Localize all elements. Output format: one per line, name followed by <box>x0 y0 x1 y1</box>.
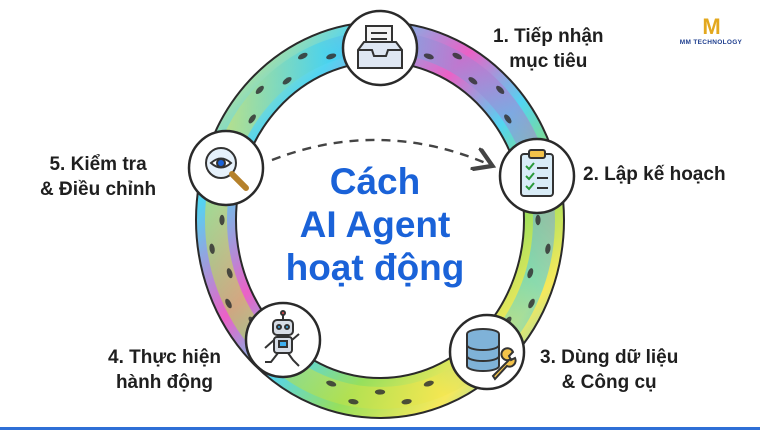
step-label-line: & Công cụ <box>561 372 657 393</box>
step-2-label: 2. Lập kế hoạch <box>583 162 726 187</box>
footprint <box>248 114 256 124</box>
step-label-line: 3. Dùng dữ liệu <box>540 347 679 368</box>
footprint <box>535 214 541 226</box>
footprint <box>226 268 233 279</box>
logo-text: MM TECHNOLOGY <box>679 38 743 46</box>
footprint <box>348 399 359 405</box>
footprint <box>545 243 551 254</box>
footprint <box>468 77 478 85</box>
step-label-line: 1. Tiếp nhận <box>493 26 604 47</box>
step-1-node <box>341 9 419 87</box>
footprint <box>374 389 386 395</box>
footprint <box>298 52 308 60</box>
step-3-label: 3. Dùng dữ liệu & Công cụ <box>540 345 678 395</box>
diagram-title: Cách AI Agent hoạt động <box>258 160 492 289</box>
step-4-label: 4. Thực hiện hành động <box>108 345 221 395</box>
database-wrench-icon <box>466 328 517 381</box>
step-label-line: 2. Lập kế hoạch <box>583 164 726 185</box>
step-label-line: 5. Kiểm tra <box>49 154 147 175</box>
footprint <box>326 380 337 387</box>
logo-mark: M <box>702 13 720 39</box>
footprint <box>527 268 534 279</box>
footprint <box>452 52 462 60</box>
footprint <box>423 380 434 387</box>
title-line: hoạt động <box>285 247 465 288</box>
step-label-line: hành động <box>115 372 214 393</box>
step-3-node <box>448 313 526 391</box>
dashed-arrow <box>271 138 488 164</box>
footprint <box>423 53 434 60</box>
footprint <box>255 85 264 95</box>
bottom-accent-line <box>0 427 760 430</box>
title-line: Cách <box>329 161 421 202</box>
footprint <box>504 114 512 124</box>
title-line: AI Agent <box>299 204 451 245</box>
step-label-line: 4. Thực hiện <box>108 347 221 368</box>
step-2-node <box>498 137 576 215</box>
step-5-node <box>187 129 265 207</box>
step-1-label: 1. Tiếp nhận mục tiêu <box>493 24 604 74</box>
step-label-line: & Điều chỉnh <box>40 179 157 200</box>
footprint <box>326 53 337 60</box>
step-5-label: 5. Kiểm tra & Điều chỉnh <box>40 152 156 202</box>
footprint <box>528 298 535 309</box>
magnifier-eye-icon <box>205 147 249 191</box>
footprint <box>282 77 292 85</box>
clipboard-checklist-icon <box>520 149 554 197</box>
footprint <box>496 85 505 95</box>
footprint-trail <box>209 52 551 405</box>
inbox-tray-icon <box>357 25 403 69</box>
footprint <box>219 214 225 226</box>
footprint <box>401 399 412 405</box>
footprint <box>225 298 232 309</box>
running-robot-icon <box>264 310 300 367</box>
step-4-node <box>244 301 322 379</box>
step-label-line: mục tiêu <box>509 51 588 72</box>
footprint <box>209 243 215 254</box>
company-logo: M MM TECHNOLOGY <box>674 12 748 50</box>
